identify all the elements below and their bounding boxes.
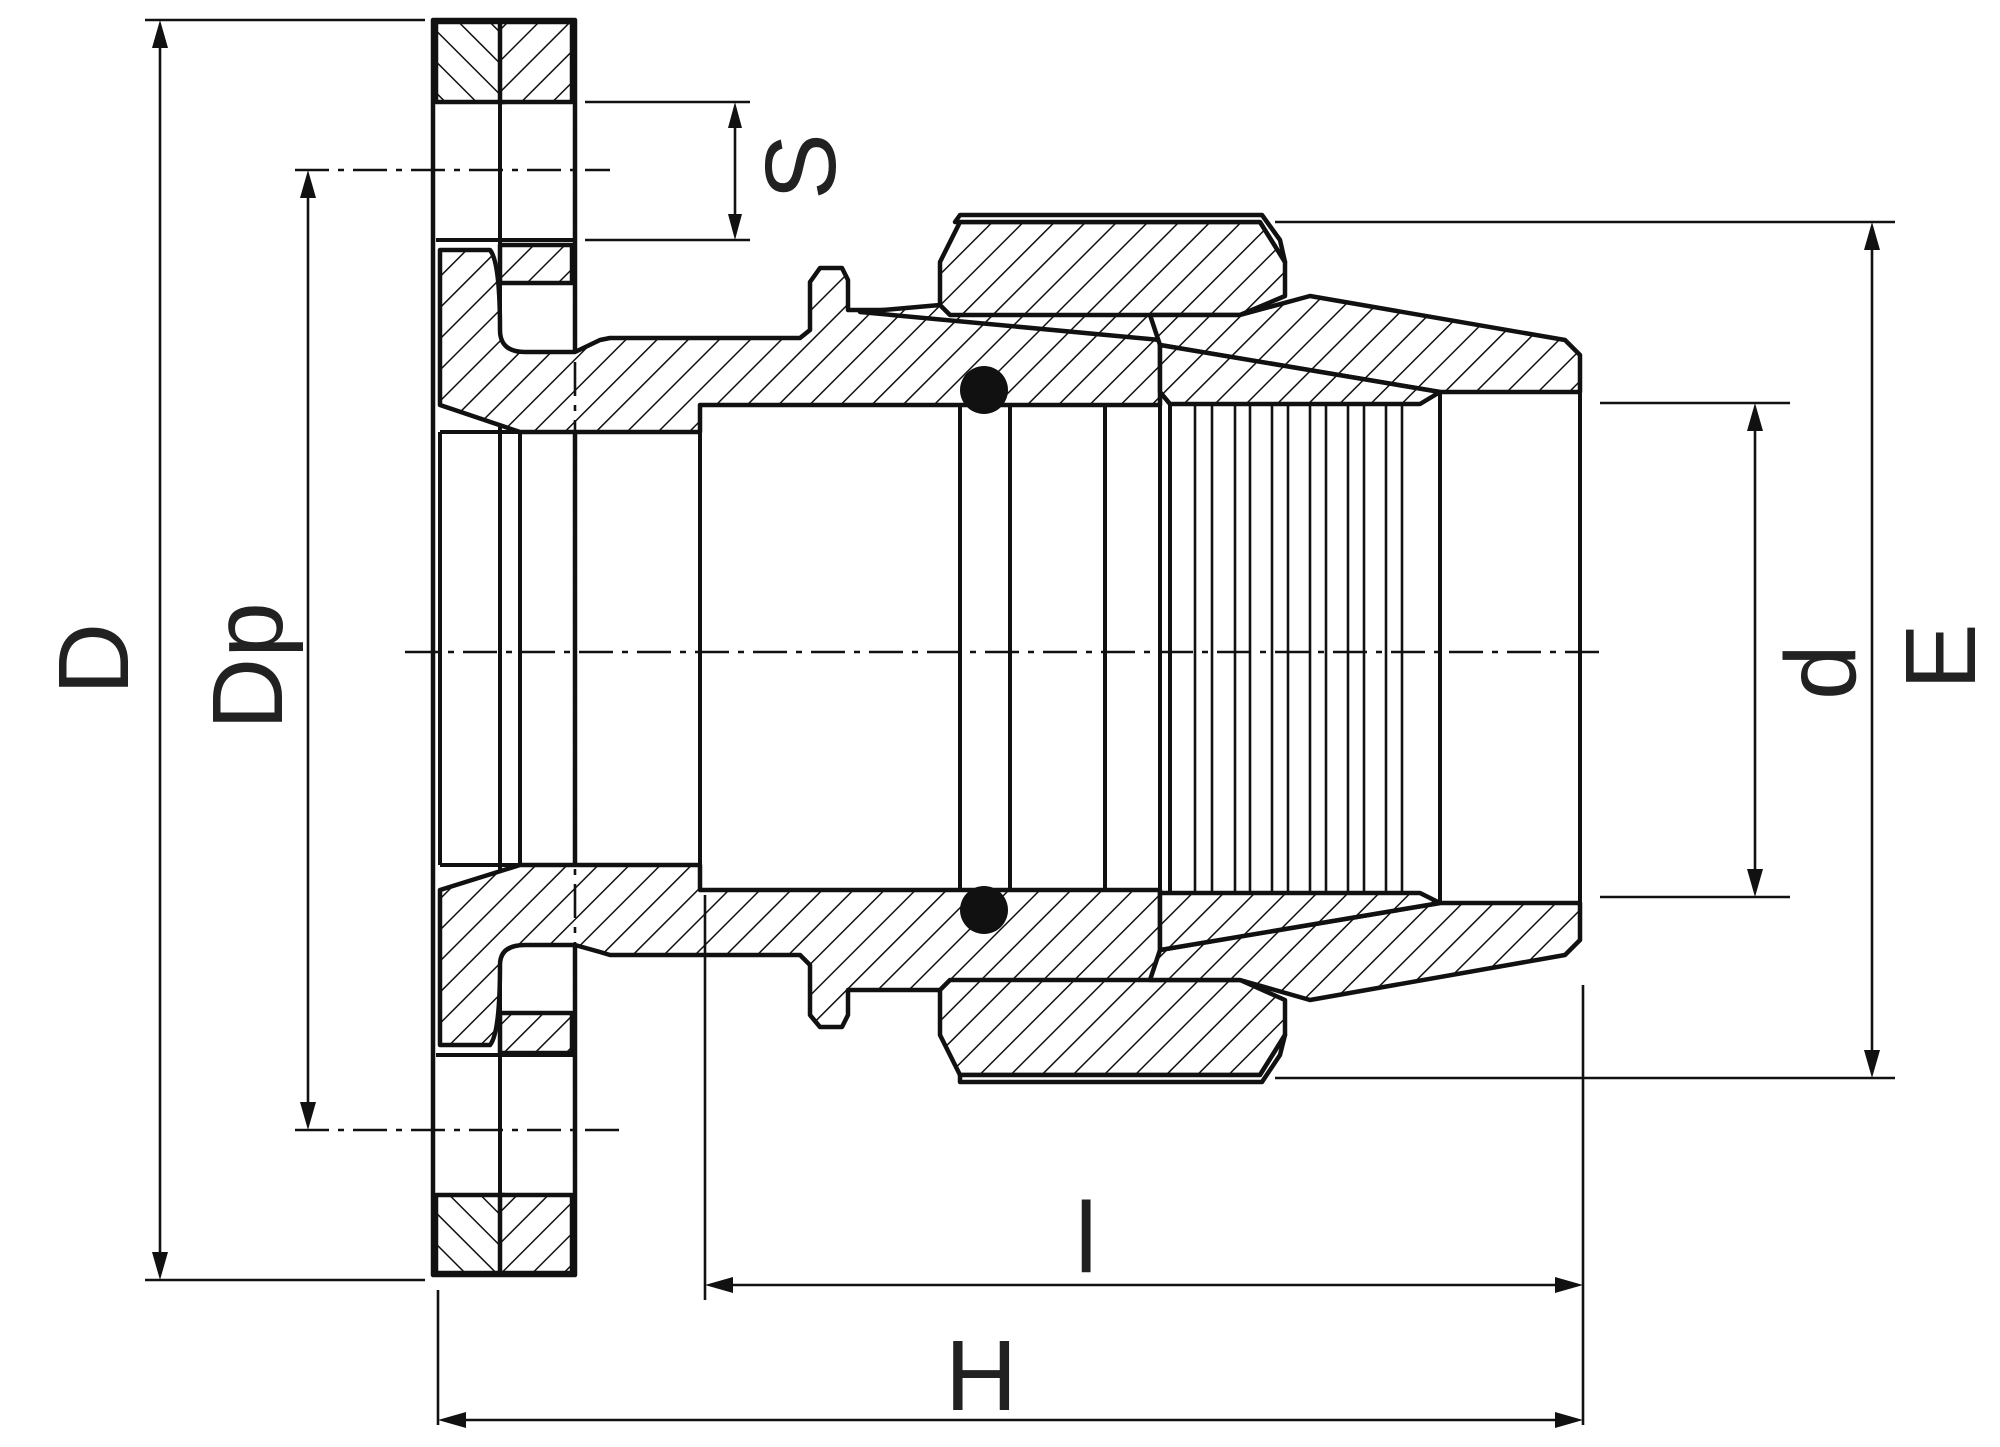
- coupling-lower: [937, 890, 1583, 1085]
- coupling-upper: [937, 212, 1583, 407]
- flange-top-hatch-right: [497, 19, 575, 105]
- flange-bottom-hatch-left: [433, 1192, 507, 1276]
- dimension-d: [1600, 401, 1790, 899]
- label-Dp: Dp: [192, 602, 304, 730]
- dimension-l: [703, 895, 1585, 1425]
- grip-ring-teeth: [1193, 404, 1404, 893]
- backing-flange: [430, 17, 578, 1278]
- insert-upper-hatch: [1157, 342, 1443, 407]
- dimension-E: [1275, 220, 1895, 1080]
- label-d: d: [1765, 644, 1877, 700]
- flange-outline: [430, 17, 578, 1278]
- center-lines: [295, 130, 1600, 1180]
- label-l: l: [1075, 1182, 1097, 1294]
- nut-upper-top-edge: [952, 212, 1288, 265]
- flange-top-hatch-left: [433, 19, 507, 105]
- label-H: H: [945, 1320, 1017, 1432]
- flange-upper-hatch-small: [497, 242, 575, 286]
- o-ring-upper: [960, 366, 1008, 414]
- nut-upper-hatch: [937, 219, 1288, 318]
- dimension-S: [585, 100, 750, 242]
- o-ring-lower: [960, 886, 1008, 934]
- label-D: D: [38, 623, 150, 695]
- dimension-D: [145, 18, 425, 1282]
- o-rings: [960, 366, 1008, 934]
- nut-lower-hatch: [937, 977, 1288, 1078]
- label-S: S: [745, 133, 857, 200]
- flange-bottom-hatch-right: [497, 1192, 575, 1276]
- flange-lower-hatch-small: [497, 1010, 575, 1056]
- bore-lines: [438, 392, 1582, 903]
- dimension-Dp: [300, 170, 316, 1130]
- label-E: E: [1885, 623, 1997, 690]
- dimension-H: [436, 1290, 1583, 1428]
- nut-lower-bottom-edge: [957, 1032, 1288, 1085]
